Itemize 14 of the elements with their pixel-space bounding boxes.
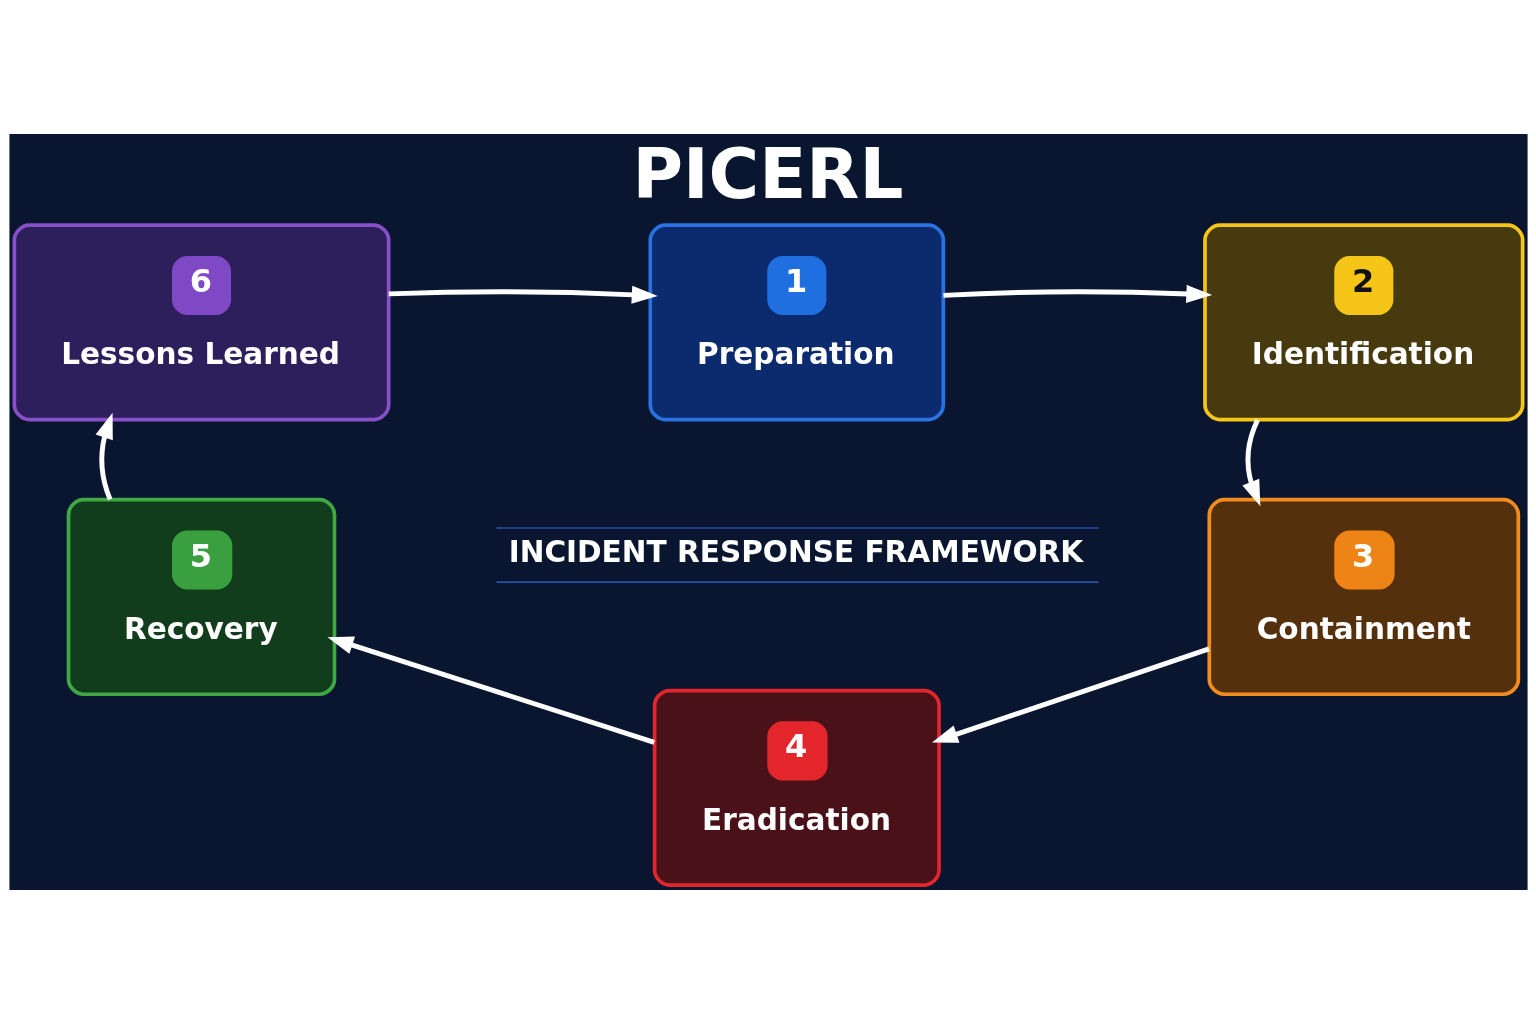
arrow <box>95 412 113 501</box>
node-box: 3 Containment <box>1206 497 1520 697</box>
arrow <box>931 646 1210 743</box>
node-box: 6 Lessons Learned <box>12 223 390 422</box>
node-box: 4 Eradication <box>652 688 941 887</box>
node-box: 2 Identification <box>1202 223 1524 422</box>
node-box: 5 Recovery <box>66 497 336 697</box>
diagram-title: PICERL <box>631 133 903 214</box>
arrow <box>1241 418 1260 507</box>
arrow <box>388 285 658 304</box>
arrow <box>942 284 1212 303</box>
arrow <box>327 636 655 745</box>
node-box: 1 Preparation <box>647 223 945 422</box>
label: INCIDENT RESPONSE FRAMEWORK <box>508 534 1083 569</box>
